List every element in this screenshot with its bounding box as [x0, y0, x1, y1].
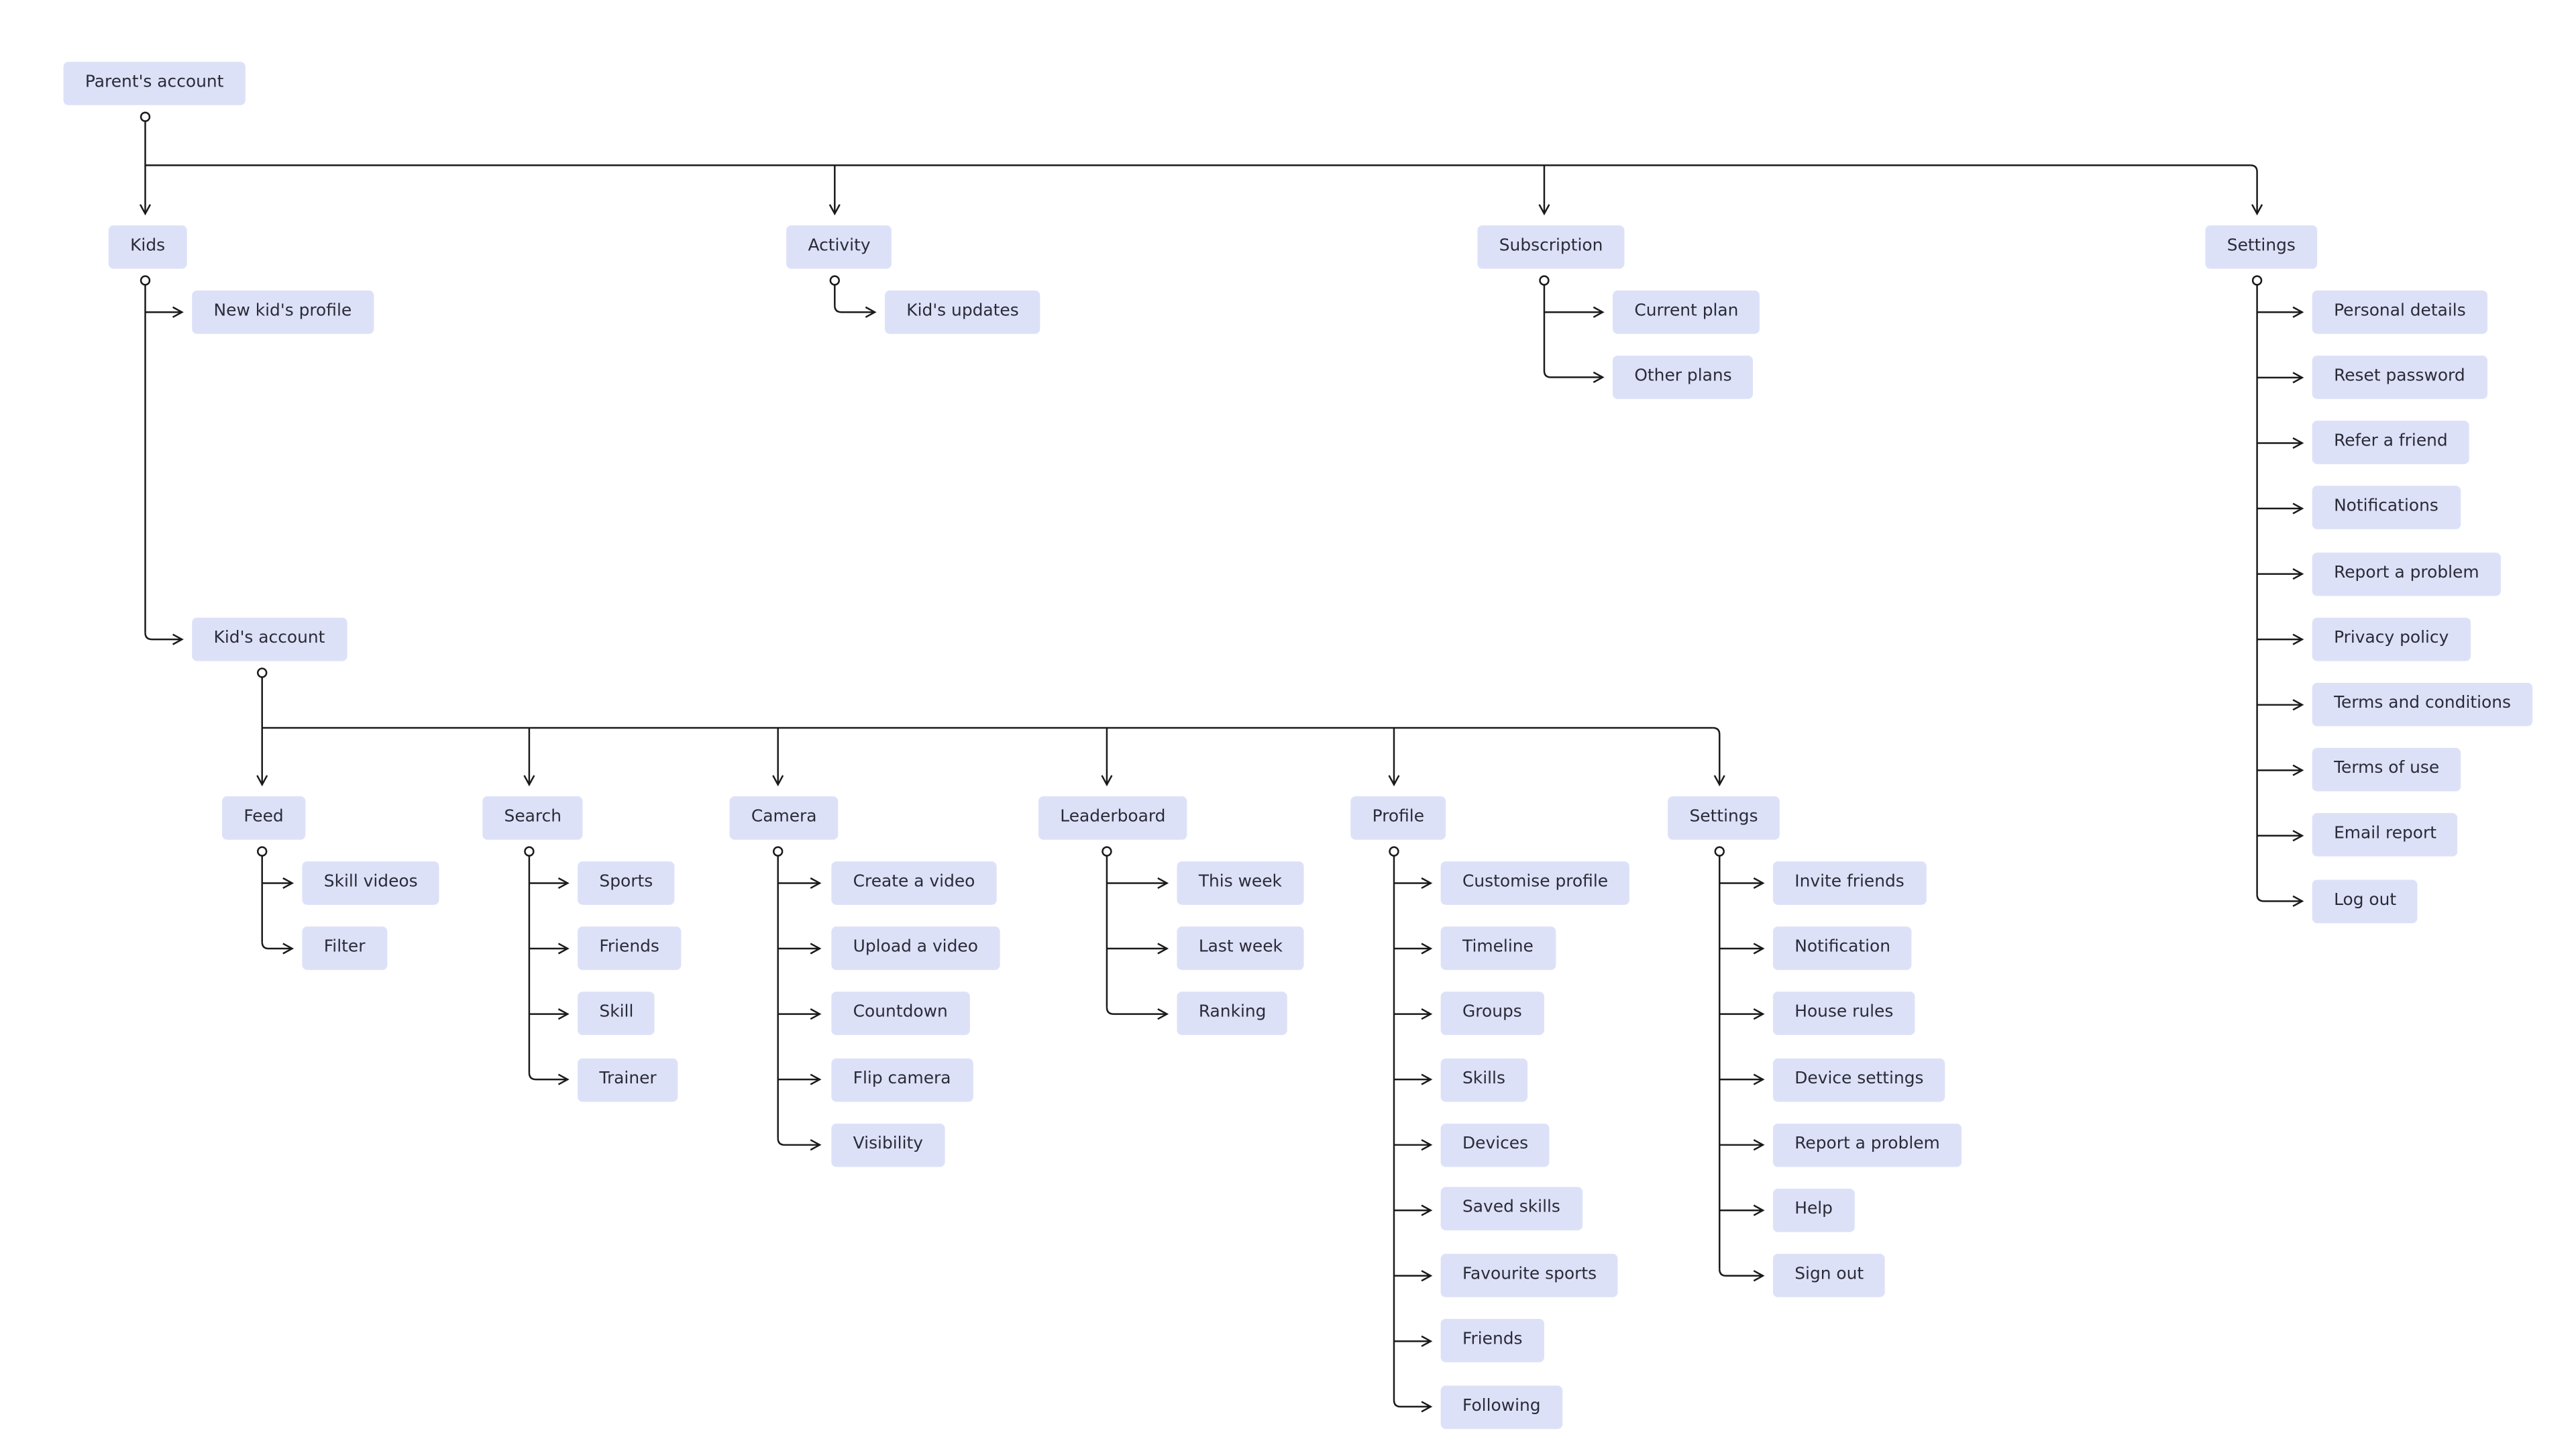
node-saved-skills[interactable]: Saved skills	[1440, 1187, 1582, 1231]
node-log-out[interactable]: Log out	[2312, 879, 2418, 924]
node-current-plan[interactable]: Current plan	[1612, 290, 1760, 334]
node-house-rules[interactable]: House rules	[1772, 991, 1915, 1035]
node-leaderboard[interactable]: Leaderboard	[1038, 796, 1187, 840]
node-sports[interactable]: Sports	[578, 861, 675, 905]
branch-arrow	[834, 305, 877, 318]
branch-arrow	[2256, 894, 2304, 907]
node-invite-friends[interactable]: Invite friends	[1772, 861, 1927, 905]
branch-origin-dot	[1389, 846, 1399, 857]
node-search-friends[interactable]: Friends	[578, 926, 682, 970]
node-groups[interactable]: Groups	[1440, 991, 1544, 1035]
node-activity[interactable]: Activity	[786, 225, 892, 269]
branch-origin-dot	[256, 846, 268, 857]
node-search[interactable]: Search	[482, 796, 584, 840]
node-visibility[interactable]: Visibility	[831, 1123, 945, 1167]
bus-drop-arrow	[2250, 164, 2263, 216]
node-devices[interactable]: Devices	[1440, 1123, 1550, 1167]
node-this-week[interactable]: This week	[1177, 861, 1304, 905]
node-kid-settings[interactable]: Settings	[1668, 796, 1780, 840]
node-device-settings[interactable]: Device settings	[1772, 1058, 1945, 1102]
branch-origin-dot	[1714, 846, 1725, 857]
branch-arrow	[261, 942, 294, 955]
node-email-report[interactable]: Email report	[2312, 812, 2459, 857]
node-create-a-video[interactable]: Create a video	[831, 861, 997, 905]
node-notification[interactable]: Notification	[1772, 926, 1913, 970]
node-sign-out[interactable]: Sign out	[1772, 1253, 1886, 1297]
node-privacy-policy[interactable]: Privacy policy	[2312, 617, 2471, 661]
node-filter[interactable]: Filter	[302, 926, 387, 970]
branch-origin-dot	[1539, 275, 1550, 286]
node-profile[interactable]: Profile	[1350, 796, 1446, 840]
node-parents-account[interactable]: Parent's account	[63, 62, 246, 105]
node-upload-a-video[interactable]: Upload a video	[831, 926, 1000, 970]
node-subscription[interactable]: Subscription	[1477, 225, 1625, 269]
node-other-plans[interactable]: Other plans	[1612, 356, 1754, 399]
branch-origin-dot	[1102, 846, 1112, 857]
branch-arrow	[1106, 1007, 1169, 1020]
branch-origin-dot	[772, 846, 784, 857]
branch-origin-dot	[140, 111, 151, 122]
node-reset-password[interactable]: Reset password	[2312, 356, 2487, 399]
node-report-a-problem-kid[interactable]: Report a problem	[1772, 1123, 1962, 1167]
node-feed[interactable]: Feed	[221, 796, 306, 840]
branch-origin-dot	[2251, 275, 2263, 286]
node-following[interactable]: Following	[1440, 1385, 1562, 1430]
node-kids-account[interactable]: Kid's account	[192, 617, 347, 661]
branch-arrow	[1543, 370, 1605, 383]
node-timeline[interactable]: Timeline	[1440, 926, 1556, 970]
branch-arrow	[1719, 1269, 1765, 1282]
branch-origin-dot	[140, 275, 151, 286]
node-refer-a-friend[interactable]: Refer a friend	[2312, 421, 2470, 464]
node-personal-details[interactable]: Personal details	[2312, 290, 2488, 334]
node-kids-updates[interactable]: Kid's updates	[884, 290, 1041, 334]
node-skills[interactable]: Skills	[1440, 1058, 1527, 1102]
node-parent-settings[interactable]: Settings	[2205, 225, 2318, 269]
node-help[interactable]: Help	[1772, 1188, 1855, 1232]
node-report-a-problem-parent[interactable]: Report a problem	[2312, 552, 2501, 596]
node-favourite-sports[interactable]: Favourite sports	[1440, 1253, 1619, 1297]
branch-origin-dot	[256, 667, 268, 678]
node-skill-videos[interactable]: Skill videos	[302, 861, 439, 905]
branch-arrow	[144, 633, 184, 645]
bus-drop-arrow	[1713, 727, 1725, 787]
node-notifications[interactable]: Notifications	[2312, 486, 2461, 529]
branch-arrow	[777, 1138, 822, 1151]
node-terms-and-conditions[interactable]: Terms and conditions	[2312, 682, 2533, 727]
branch-origin-dot	[829, 275, 841, 286]
node-terms-of-use[interactable]: Terms of use	[2312, 747, 2461, 792]
node-customise-profile[interactable]: Customise profile	[1440, 861, 1630, 905]
node-flip-camera[interactable]: Flip camera	[831, 1058, 973, 1102]
node-camera[interactable]: Camera	[729, 796, 839, 840]
node-ranking[interactable]: Ranking	[1177, 991, 1288, 1035]
node-last-week[interactable]: Last week	[1177, 926, 1305, 970]
node-new-kids-profile[interactable]: New kid's profile	[192, 290, 374, 334]
node-kids[interactable]: Kids	[108, 225, 187, 269]
branch-origin-dot	[524, 846, 535, 857]
node-countdown[interactable]: Countdown	[831, 991, 970, 1035]
node-skill[interactable]: Skill	[578, 991, 655, 1035]
node-trainer[interactable]: Trainer	[578, 1058, 679, 1102]
node-profile-friends[interactable]: Friends	[1440, 1318, 1544, 1362]
branch-arrow	[1393, 1399, 1433, 1413]
branch-arrow	[528, 1073, 570, 1085]
